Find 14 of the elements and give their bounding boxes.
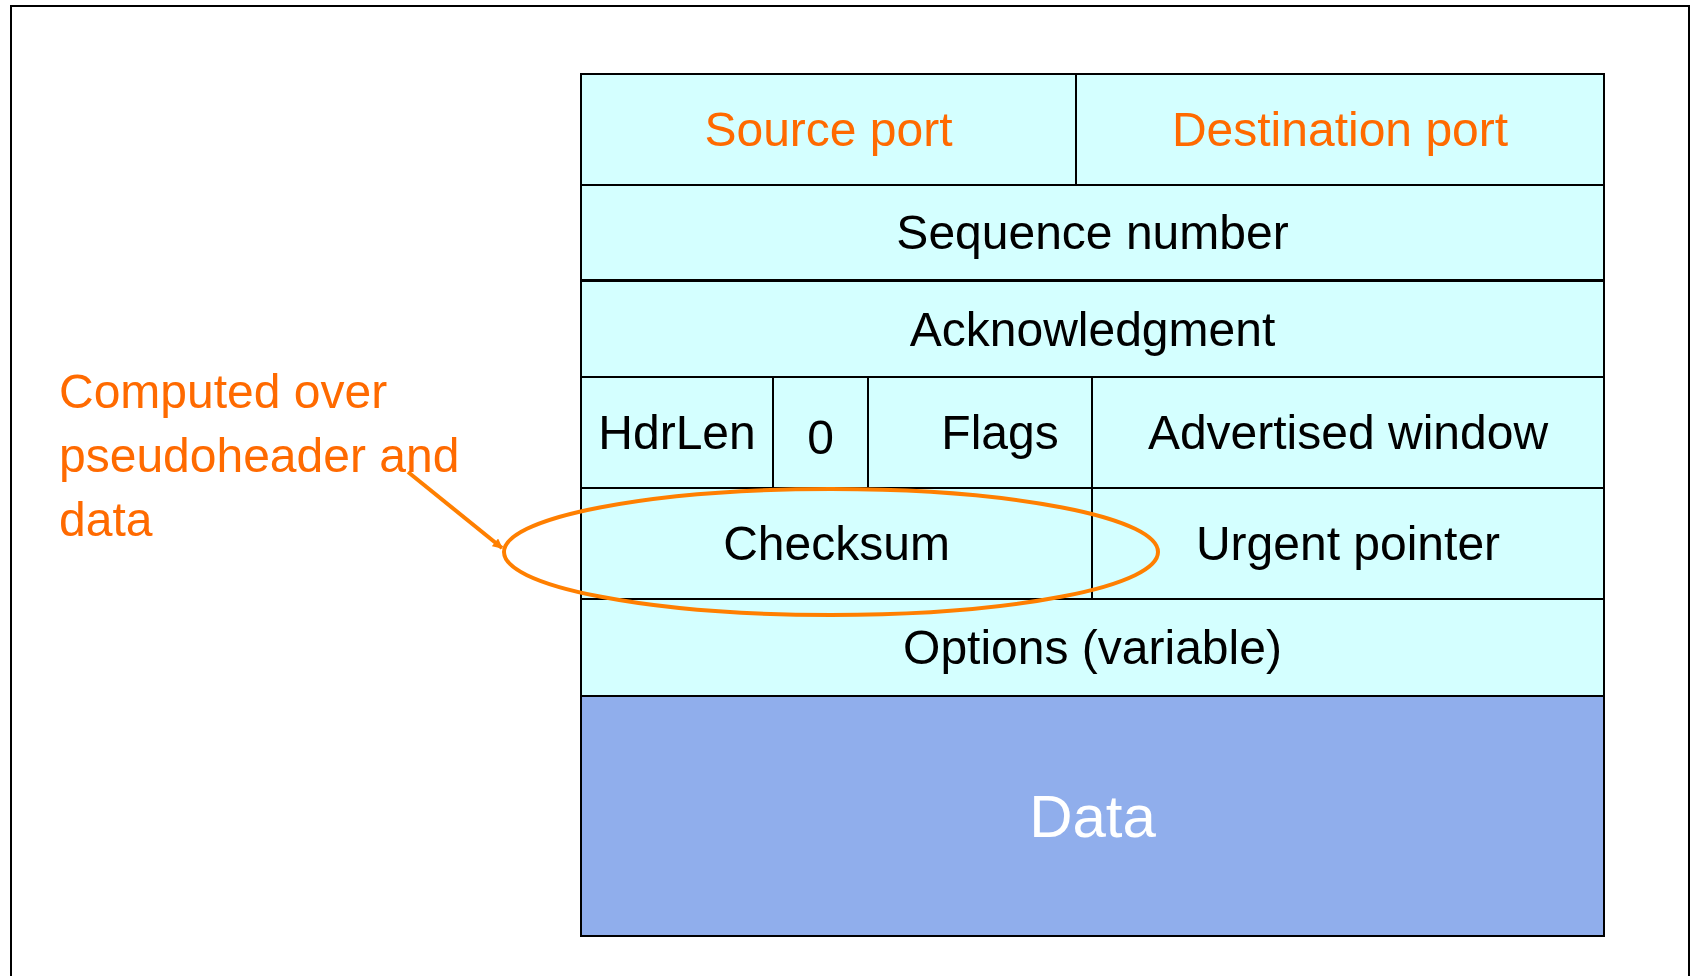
header-field: Source port: [580, 73, 1077, 186]
header-field: Options (variable): [580, 598, 1605, 697]
header-field: Acknowledgment: [580, 280, 1605, 378]
header-field: Destination port: [1075, 73, 1605, 186]
annotation-text: Computed over pseudoheader and data: [59, 360, 529, 552]
header-field: 0: [772, 376, 869, 489]
leader-arrow: [406, 470, 504, 550]
header-field: Urgent pointer: [1091, 487, 1605, 600]
header-field: Flags: [867, 376, 1093, 489]
data-block: Data: [580, 695, 1605, 937]
header-field: Advertised window: [1091, 376, 1605, 489]
header-field: HdrLen: [580, 376, 774, 489]
highlight-ellipse: [502, 487, 1160, 617]
header-field: Sequence number: [580, 184, 1605, 281]
